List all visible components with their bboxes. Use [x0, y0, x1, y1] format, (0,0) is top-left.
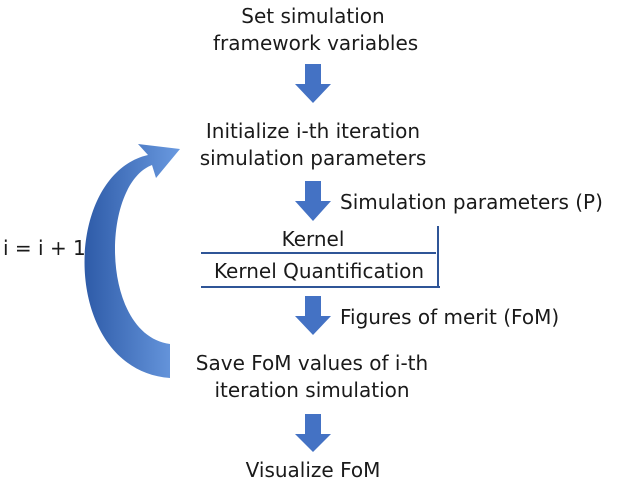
- step-initialize-iteration: Initialize i-th iteration simulation par…: [178, 118, 448, 172]
- step-set-variables: Set simulation framework variables: [213, 3, 419, 57]
- step-save-fom-line2: iteration simulation: [214, 378, 410, 402]
- down-arrow-2: [295, 181, 331, 221]
- step-set-variables-line1: Set simulation: [241, 4, 385, 28]
- down-arrow-4: [295, 414, 331, 452]
- kernel-title: Kernel: [281, 227, 345, 251]
- label-figures-of-merit: Figures of merit (FoM): [340, 305, 560, 329]
- step-initialize-line2: simulation parameters: [199, 146, 427, 170]
- kernel-quantification: Kernel Quantification: [213, 259, 425, 283]
- step-set-variables-line2: framework variables: [213, 31, 419, 55]
- label-simulation-parameters: Simulation parameters (P): [340, 190, 603, 214]
- label-loop-increment: i = i + 1: [3, 236, 86, 260]
- step-initialize-line1: Initialize i-th iteration: [205, 119, 421, 143]
- step-save-fom: Save FoM values of i-th iteration simula…: [176, 350, 448, 404]
- step-visualize-fom: Visualize FoM: [245, 458, 381, 482]
- step-save-fom-line1: Save FoM values of i-th: [195, 351, 429, 375]
- loop-arrow: [84, 144, 180, 378]
- down-arrow-1: [295, 64, 331, 103]
- down-arrow-3: [295, 296, 331, 335]
